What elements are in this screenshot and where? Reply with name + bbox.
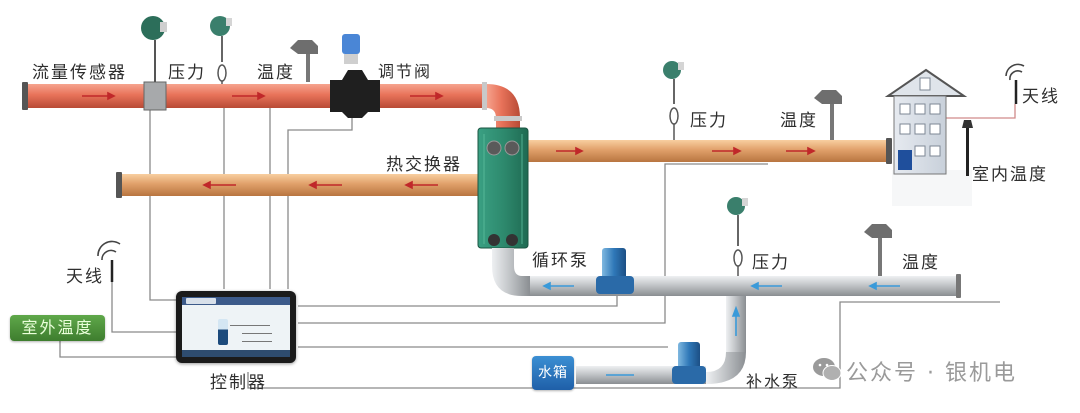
wire-house-antenna xyxy=(946,104,1016,119)
display-footer xyxy=(182,350,290,357)
temperature-sensor-icon xyxy=(814,90,842,140)
antenna-icon xyxy=(97,240,121,282)
label-control-valve: 调节阀 xyxy=(378,62,433,81)
label-temp-top: 温度 xyxy=(257,63,295,83)
control-valve-icon xyxy=(330,34,380,118)
label-pressure-supply: 压力 xyxy=(690,111,728,131)
primary-return-pipe xyxy=(116,172,480,198)
label-heat-exchanger: 热交换器 xyxy=(386,155,462,175)
lamp-post-icon xyxy=(962,120,973,176)
circulation-pump-icon xyxy=(596,248,634,294)
label-antenna-left: 天线 xyxy=(66,267,104,287)
heat-exchanger-icon xyxy=(477,127,529,249)
flow-arrow-icon xyxy=(542,281,900,376)
outdoor-temp-badge: 室外温度 xyxy=(10,315,105,341)
flow-arrow-icon xyxy=(202,180,438,190)
wire-supply-pressure xyxy=(298,163,768,324)
wire-valve xyxy=(287,104,353,289)
flow-sensor-icon xyxy=(141,16,167,111)
wire-antenna-left xyxy=(111,278,176,333)
water-tank-badge: 水箱 xyxy=(532,356,574,390)
label-pressure-return: 压力 xyxy=(752,253,790,273)
label-temp-return: 温度 xyxy=(902,253,940,273)
wire-outdoor xyxy=(59,341,176,358)
watermark-text: 公众号 · 银机电 xyxy=(846,361,1017,386)
tank-graphic xyxy=(218,319,228,345)
label-controller: 控制器 xyxy=(210,373,267,393)
label-flow-sensor: 流量传感器 xyxy=(32,63,127,83)
secondary-supply-pipe xyxy=(520,138,892,164)
wire-return-temp xyxy=(247,301,1000,389)
controller-display xyxy=(182,297,290,357)
controller-touchscreen xyxy=(176,291,296,363)
wire-flow-sensor xyxy=(149,106,176,301)
label-antenna-right: 天线 xyxy=(1022,87,1060,107)
pressure-gauge-icon xyxy=(663,61,684,140)
label-indoor-temp: 室内温度 xyxy=(972,165,1048,185)
flow-arrow-icon xyxy=(556,146,816,156)
label-makeup-pump: 补水泵 xyxy=(746,372,801,391)
signal-wires xyxy=(59,102,1016,389)
label-temp-supply: 温度 xyxy=(780,111,818,131)
label-pressure-top: 压力 xyxy=(168,63,206,83)
display-line xyxy=(230,325,270,326)
wechat-icon xyxy=(813,358,842,381)
pressure-gauge-icon xyxy=(727,197,748,276)
display-line xyxy=(242,341,272,342)
primary-supply-pipe xyxy=(22,82,522,130)
display-header xyxy=(182,297,290,305)
temperature-sensor-icon xyxy=(864,224,892,276)
building-icon xyxy=(884,68,972,206)
pressure-gauge-icon xyxy=(210,16,232,84)
display-line xyxy=(242,333,272,334)
temperature-sensor-icon xyxy=(290,40,318,82)
label-circulation-pump: 循环泵 xyxy=(532,251,589,271)
makeup-pump-icon xyxy=(672,342,706,384)
display-tab xyxy=(186,298,216,304)
antenna-icon xyxy=(1005,63,1025,104)
flow-arrow-icon xyxy=(82,91,444,101)
